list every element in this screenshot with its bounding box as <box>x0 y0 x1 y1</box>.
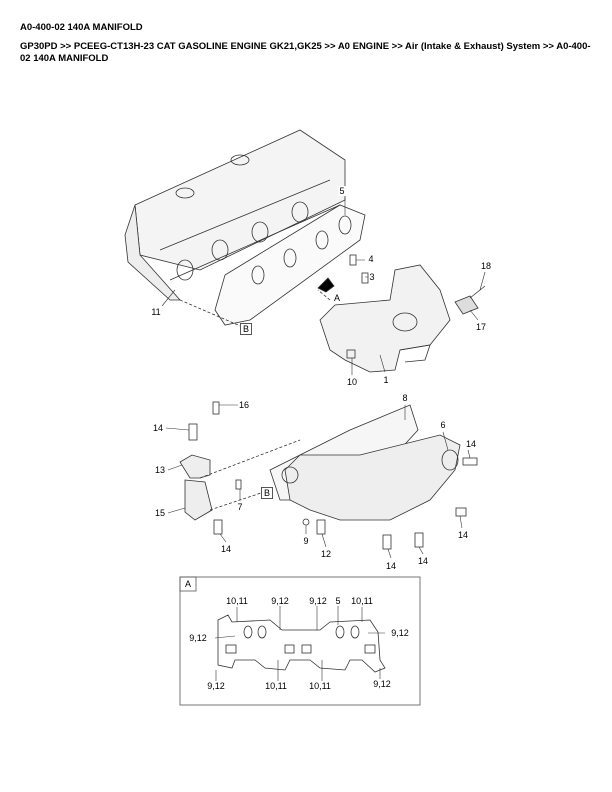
detail-callout: 10,11 <box>350 596 374 606</box>
detail-callout: 9,12 <box>188 633 208 643</box>
callout-18: 18 <box>479 261 493 271</box>
reference-b: B <box>260 487 274 499</box>
callout-16: 16 <box>237 400 251 410</box>
callout-4: 4 <box>367 254 375 264</box>
callout-9: 9 <box>302 536 310 546</box>
callout-17: 17 <box>474 322 488 332</box>
detail-callout: 10,11 <box>225 596 249 606</box>
detail-callout: 10,11 <box>308 681 332 691</box>
detail-callout: 9,12 <box>372 679 392 689</box>
detail-callout: 9,12 <box>270 596 290 606</box>
view-arrow-a-label: A <box>333 293 341 303</box>
callout-14: 14 <box>384 561 398 571</box>
gasket <box>214 204 366 326</box>
callout-3: 3 <box>368 272 376 282</box>
callout-12: 12 <box>319 549 333 559</box>
exhaust-manifold <box>284 434 461 521</box>
detail-a-label: A <box>184 579 192 589</box>
callout-14: 14 <box>464 439 478 449</box>
callout-14: 14 <box>456 530 470 540</box>
leader-lines <box>161 198 486 559</box>
bolts <box>188 254 478 550</box>
callout-8: 8 <box>401 393 409 403</box>
callout-11: 11 <box>150 307 162 317</box>
callout-15: 15 <box>153 508 167 518</box>
bracket-lower <box>184 479 213 521</box>
callout-10: 10 <box>345 377 359 387</box>
bracket <box>179 454 211 479</box>
reference-b: B <box>239 323 253 335</box>
callout-14: 14 <box>219 544 233 554</box>
callout-6: 6 <box>439 420 447 430</box>
detail-a-box <box>179 576 421 706</box>
detail-gasket <box>217 614 386 673</box>
intake-manifold <box>319 264 451 373</box>
callout-13: 13 <box>153 465 167 475</box>
callout-14: 14 <box>151 423 165 433</box>
callout-1: 1 <box>382 375 390 385</box>
callout-5: 5 <box>338 186 346 196</box>
breadcrumb: GP30PD >> PCEEG-CT13H-23 CAT GASOLINE EN… <box>20 41 591 64</box>
detail-callout: 9,12 <box>390 628 410 638</box>
cylinder-head <box>124 129 346 301</box>
detail-callout: 10,11 <box>264 681 288 691</box>
callout-7: 7 <box>236 502 244 512</box>
page-title: A0-400-02 140A MANIFOLD <box>20 22 143 33</box>
detail-callout: 9,12 <box>206 681 226 691</box>
detail-callout: 9,12 <box>308 596 328 606</box>
callout-14: 14 <box>416 556 430 566</box>
detail-callout: 5 <box>334 596 342 606</box>
